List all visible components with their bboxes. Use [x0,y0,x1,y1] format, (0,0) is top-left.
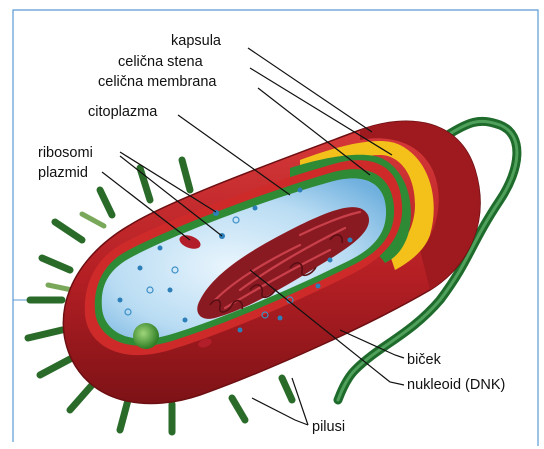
label-celicna-membrana: celična membrana [98,74,217,90]
leader-celicna-stena [250,68,392,155]
pilus [55,222,82,240]
pilus [82,214,104,226]
label-citoplazma: citoplazma [88,104,158,120]
label-nukleoid: nukleoid (DNK) [407,377,505,393]
label-celicna-stena: celična stena [118,54,204,70]
pilus [48,285,72,290]
inclusion-body [133,323,159,349]
pilus [182,160,190,190]
pilus [28,330,62,338]
label-kapsula: kapsula [171,33,222,49]
label-bicek: biček [407,352,442,368]
label-pilusi: pilusi [312,419,345,435]
pilus [282,378,292,400]
label-ribosomi: ribosomi [38,145,93,161]
pilus [42,258,70,270]
pilus [70,385,92,410]
leader-ribosomi-1 [120,152,216,212]
pilus [100,190,112,215]
pilus [40,358,72,375]
leader-kapsula [248,48,372,132]
label-plazmid: plazmid [38,165,88,181]
pilus [120,400,128,430]
pilus [232,398,245,420]
